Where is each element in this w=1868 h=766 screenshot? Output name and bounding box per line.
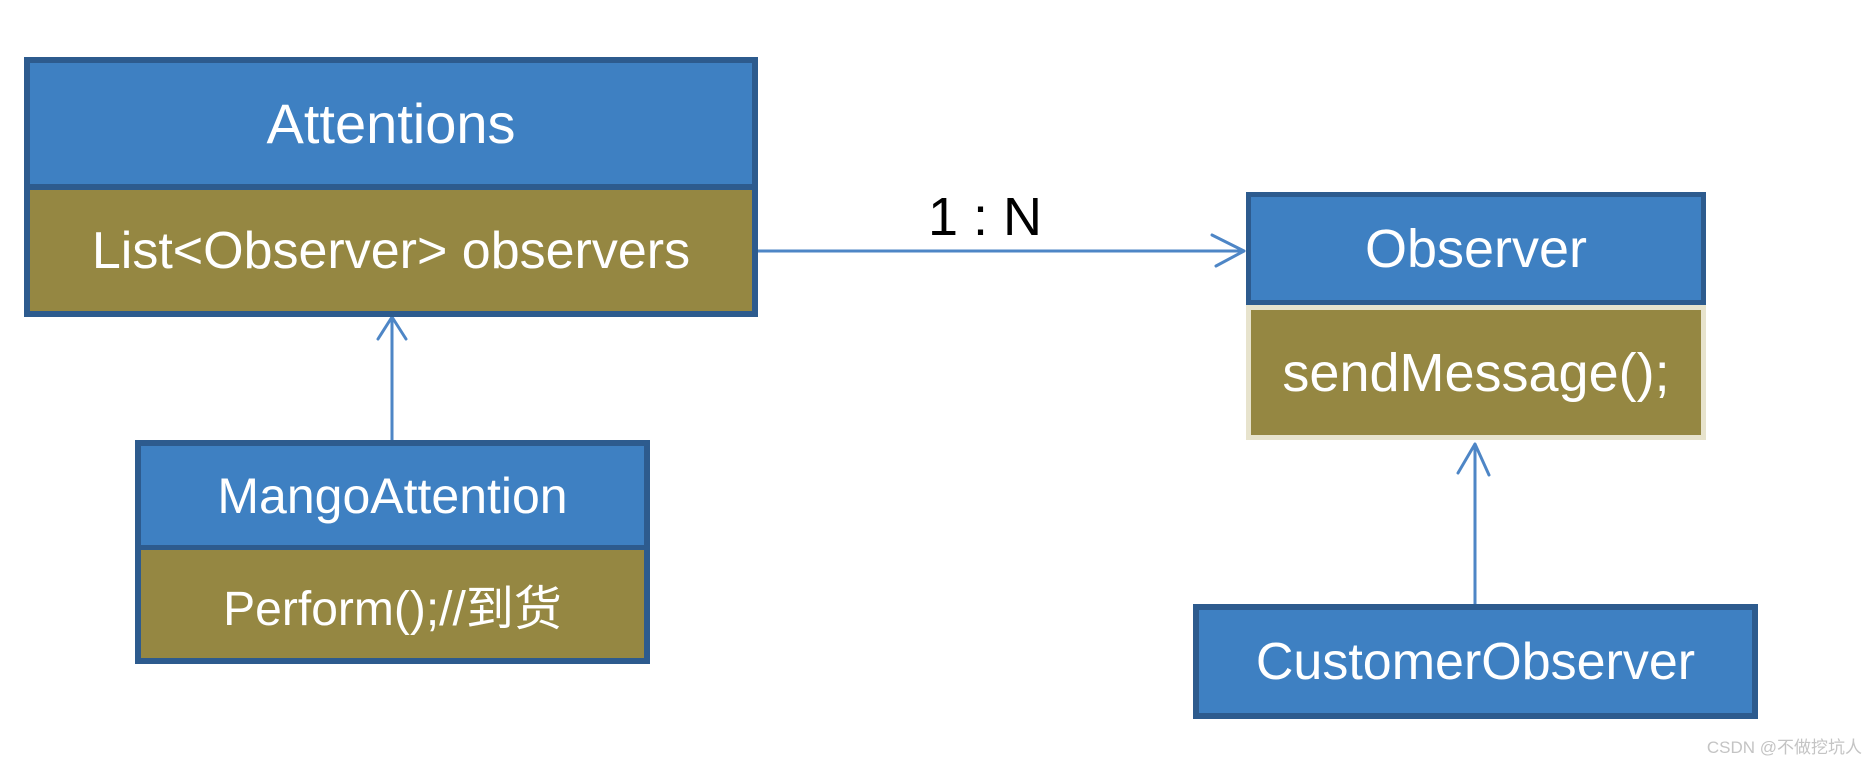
class-method-perform: Perform();//到货 (141, 550, 644, 658)
class-method-send-message: sendMessage(); (1282, 342, 1670, 403)
class-name-customer-observer: CustomerObserver (1255, 632, 1696, 691)
relation-label-one-to-n: 1 : N (927, 187, 1043, 247)
inheritance-arrow-mango-attentions (376, 315, 408, 442)
class-attribute-observers-list: List<Observer> observers (30, 190, 752, 311)
class-box-mango-attention: MangoAttention Perform();//到货 (135, 440, 650, 664)
class-box-customer-observer: CustomerObserver (1193, 604, 1758, 719)
class-box-observer: Observer (1246, 192, 1706, 305)
class-name-observer: Observer (1364, 218, 1588, 279)
class-box-attentions: Attentions List<Observer> observers (24, 57, 758, 317)
inheritance-arrow-customer-observer (1456, 442, 1491, 606)
class-method-section-observer: sendMessage(); (1246, 305, 1706, 440)
watermark: CSDN @不做挖坑人 (1706, 738, 1862, 757)
class-name-attentions: Attentions (30, 63, 752, 190)
class-name-mango-attention: MangoAttention (141, 446, 644, 550)
